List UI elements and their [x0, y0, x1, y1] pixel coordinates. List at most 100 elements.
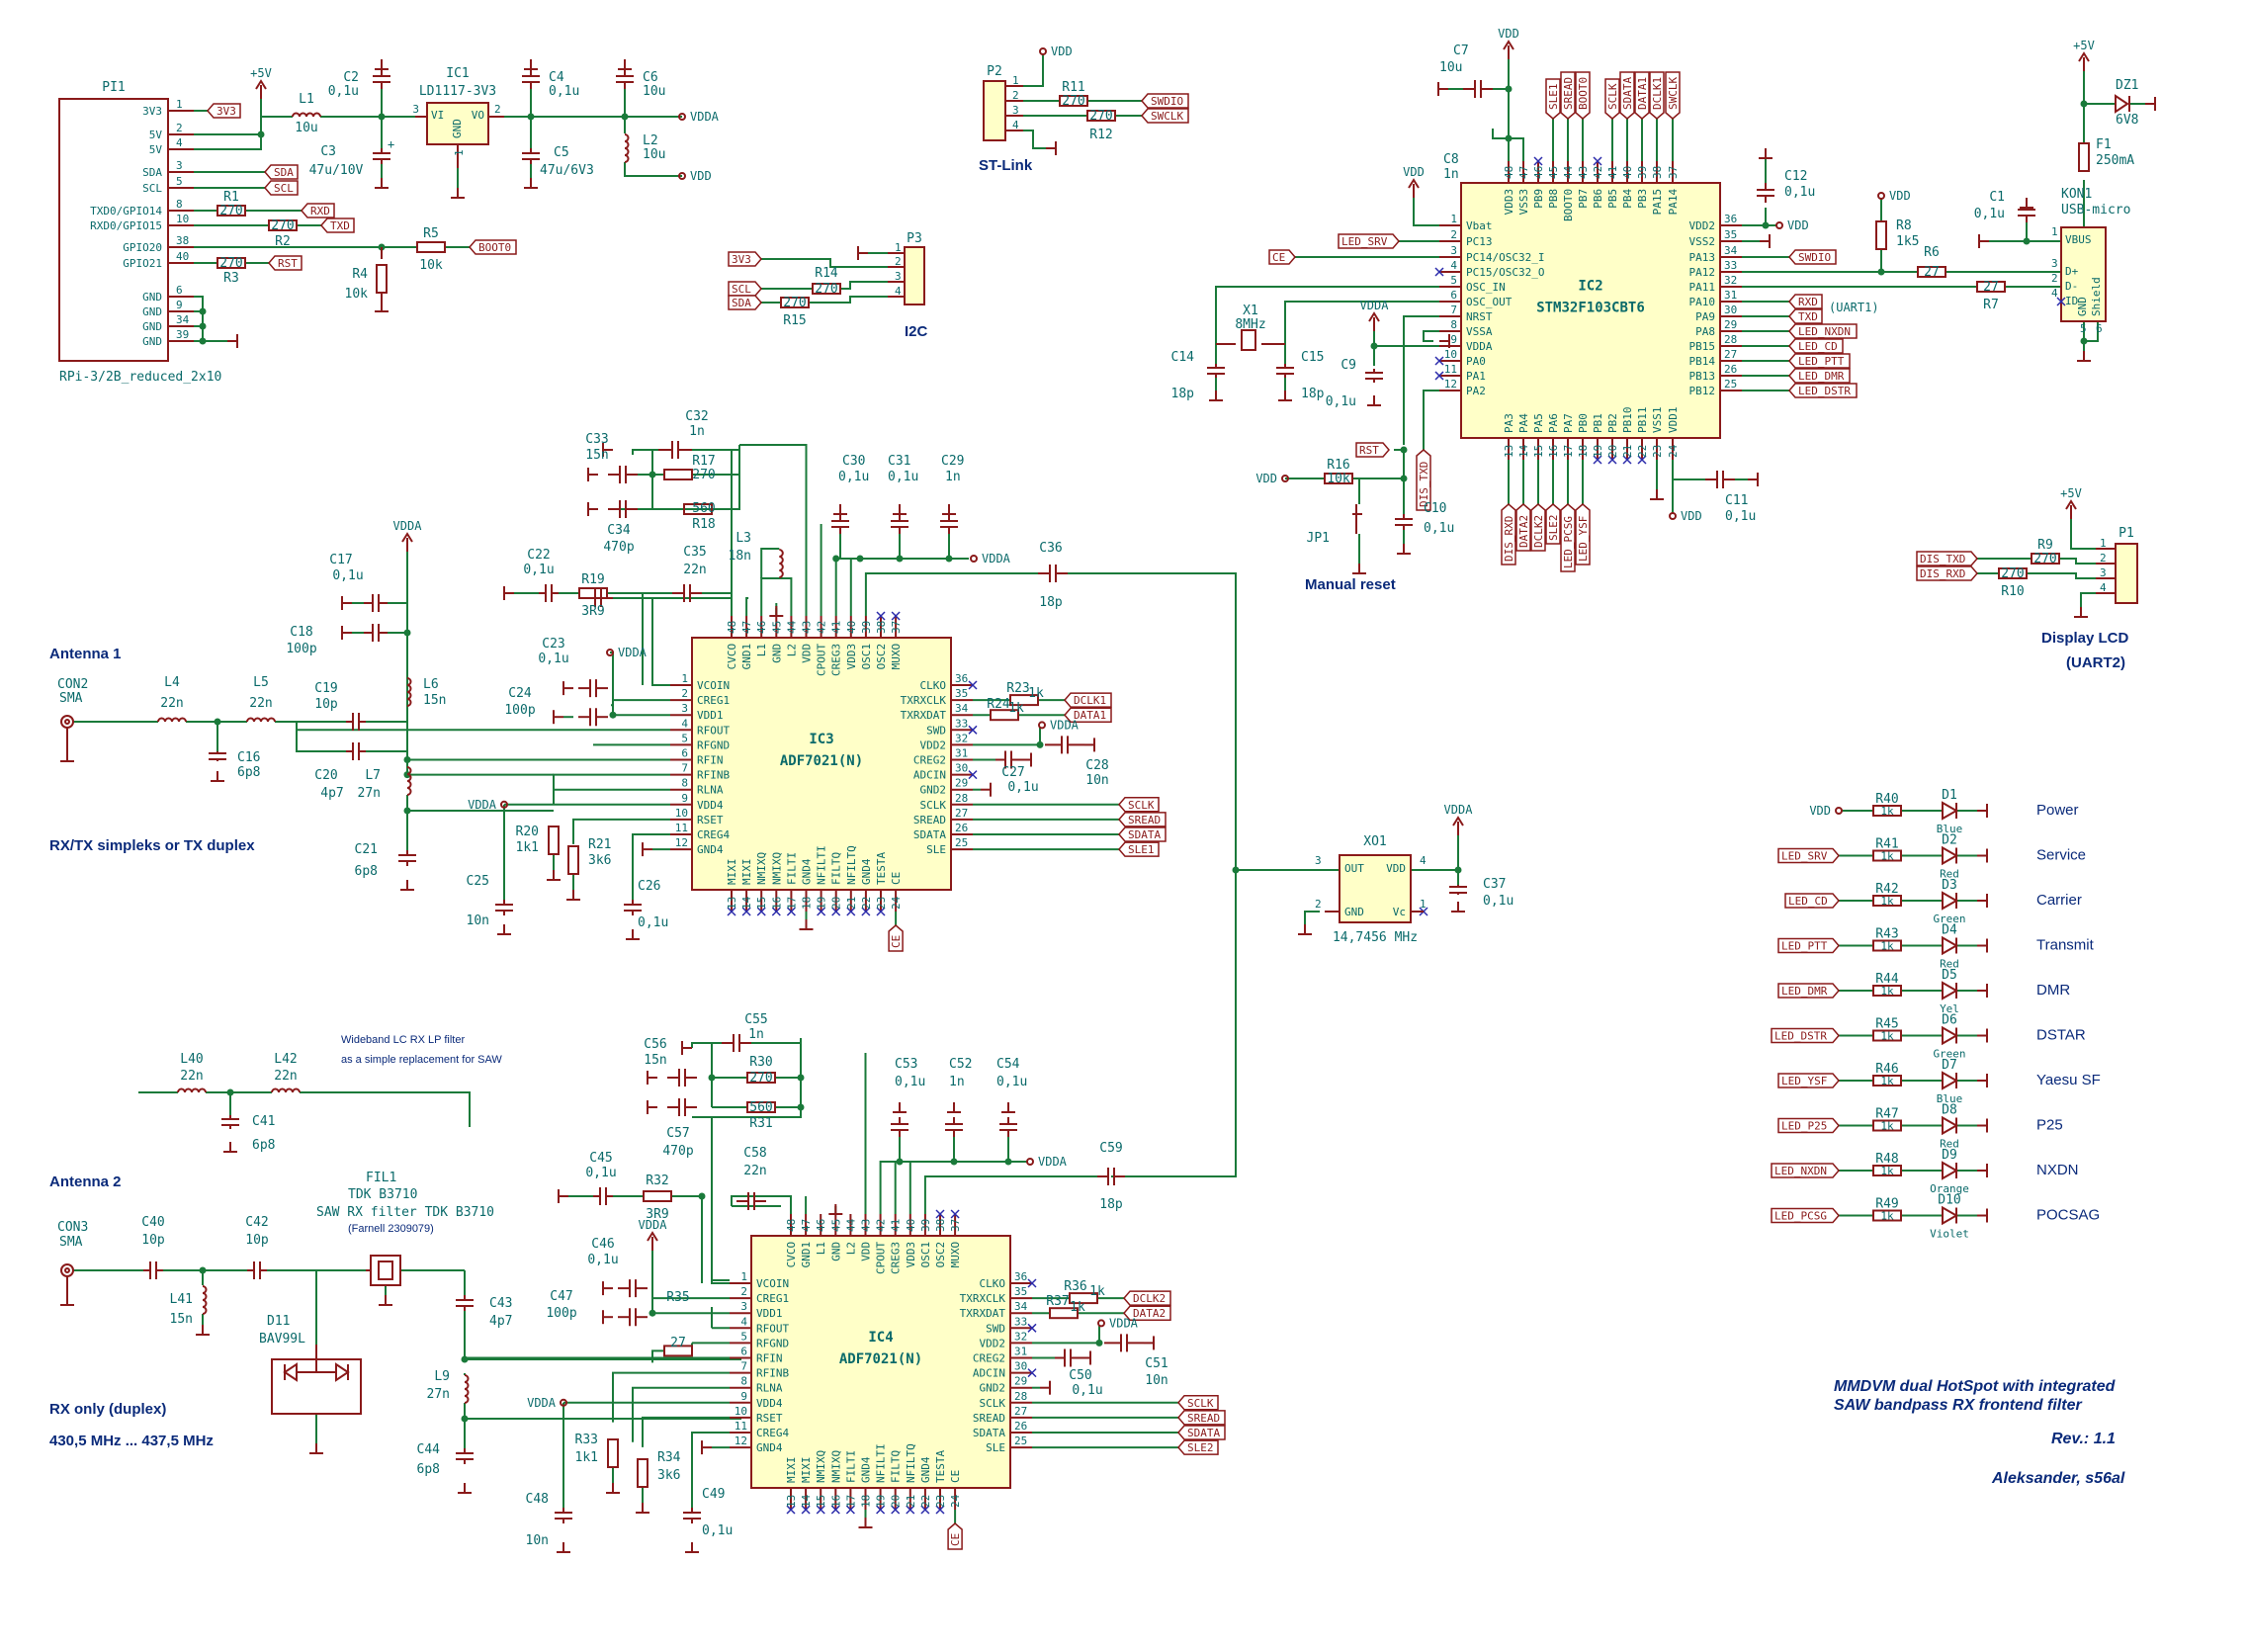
- pin-name: PA12: [1689, 266, 1716, 279]
- pin-name: GND: [829, 1242, 842, 1261]
- wire: [2083, 321, 2099, 342]
- pin-name: RSET: [756, 1412, 783, 1425]
- inductor: [624, 133, 630, 163]
- capacitor: [149, 1261, 157, 1279]
- led-color: Green: [1933, 913, 1965, 925]
- net-label-text: CE: [890, 935, 903, 948]
- value-c16: 6p8: [237, 765, 260, 780]
- net-label-text: LED_YSF: [1577, 516, 1590, 562]
- net-label-text: LED_P25: [1781, 1120, 1827, 1133]
- net-label-text: LED_NXDN: [1774, 1165, 1827, 1177]
- wire: [632, 1386, 730, 1442]
- led-function-dmr: DMR: [2036, 982, 2070, 999]
- net-label-text: BOOT0: [478, 241, 511, 254]
- net-label-sle2: [1177, 1439, 1219, 1455]
- net-label-text: LED_PCSG: [1774, 1210, 1827, 1223]
- led-carrier: [1942, 891, 1959, 911]
- pin-name: TESTA: [934, 1450, 947, 1483]
- pin-number: 2: [895, 255, 902, 268]
- inductor: [246, 717, 276, 723]
- rxtx-label: RX/TX simpleks or TX duplex: [49, 837, 255, 854]
- wire: [2027, 572, 2096, 579]
- xo1-freq: 14,7456 MHz: [1333, 930, 1418, 945]
- net-label-rst: [268, 255, 303, 271]
- ref-c9: C9: [1340, 358, 1356, 373]
- no-connect: [1607, 455, 1617, 465]
- pi1-body: [58, 98, 169, 362]
- net-label-scl: [728, 281, 762, 297]
- pin-name: PB7: [1577, 189, 1590, 209]
- pin-number: 38: [875, 621, 888, 634]
- net-label-sclk: [1604, 78, 1620, 120]
- value-c2: 0,1u: [328, 84, 359, 99]
- con3-name: SMA: [59, 1235, 83, 1250]
- pin-number: 9: [1450, 333, 1457, 346]
- net-label-text: SWDIO: [1798, 251, 1831, 264]
- ic1-ref: IC1: [446, 66, 469, 81]
- pin-number: 1: [176, 98, 183, 111]
- pin-number: 16: [829, 1495, 842, 1508]
- resistor: [746, 1072, 776, 1084]
- pin-name: FILTI: [785, 852, 798, 885]
- ref-c28: C28: [1085, 758, 1108, 773]
- ref-c31: C31: [888, 454, 910, 469]
- junction: [698, 1192, 706, 1200]
- ref-c23: C23: [542, 637, 564, 652]
- pin-name: VDD3: [905, 1242, 917, 1268]
- pin-name: RLNA: [697, 784, 724, 797]
- capacitor: [589, 708, 597, 727]
- resistor: [1872, 1119, 1902, 1132]
- no-connect: [2056, 297, 2066, 306]
- no-connect: [1027, 1368, 1037, 1378]
- p2-body: [983, 80, 1006, 141]
- pin-name: PA1: [1466, 370, 1486, 383]
- wire: [2070, 519, 2096, 550]
- no-connect: [741, 907, 751, 916]
- pin-name: BOOT0: [1562, 189, 1575, 221]
- pin-number: 3: [895, 270, 902, 283]
- net-label-text: TXD: [330, 219, 350, 232]
- value-r23: 1k: [1028, 686, 1044, 701]
- net-label-text: DIS_RXD: [1920, 567, 1965, 580]
- net-label-led_dstr: [1771, 1027, 1840, 1044]
- no-connect: [1622, 455, 1632, 465]
- pin-number: 34: [176, 313, 190, 326]
- pin-name: PA3: [1503, 413, 1515, 433]
- uart1-label: (UART1): [1829, 301, 1879, 314]
- no-connect: [1593, 156, 1602, 166]
- value-c20: 4p7: [320, 786, 343, 801]
- capacitor: [372, 594, 380, 612]
- pin-number: 47: [1517, 166, 1530, 179]
- no-connect: [935, 1505, 945, 1515]
- ref-c1: C1: [1989, 190, 2005, 205]
- power-pin: [1038, 721, 1046, 730]
- net-label-text: LED_CD: [1788, 895, 1828, 908]
- resistor: [812, 283, 841, 295]
- sma-connector: [60, 1263, 74, 1277]
- led-color: Violet: [1930, 1228, 1969, 1241]
- net-label-led_dstr: [1788, 383, 1858, 398]
- wire: [553, 773, 670, 795]
- pin-number: 4: [681, 717, 688, 730]
- pin-name: OSC2: [875, 644, 888, 670]
- pin-name: NMIXQ: [755, 852, 768, 885]
- pin-number: 3: [176, 159, 183, 172]
- ref-c40: C40: [141, 1215, 164, 1230]
- pin-name: PC13: [1466, 235, 1493, 248]
- capacitor: [456, 1299, 474, 1307]
- net-label-text: SLE1: [1547, 84, 1560, 111]
- ref-c20: C20: [314, 768, 337, 783]
- ref-r6: R6: [1924, 245, 1940, 260]
- p2-name: ST-Link: [979, 157, 1033, 174]
- pin-number: 18: [801, 897, 814, 910]
- ref-c59: C59: [1099, 1141, 1122, 1156]
- no-connect: [1027, 1278, 1037, 1288]
- p1-name: Display LCD: [2041, 630, 2129, 647]
- value-r3: 270: [219, 256, 242, 271]
- pin-number: 17: [844, 1495, 857, 1508]
- value-c43: 4p7: [489, 1314, 512, 1329]
- title-line-1: MMDVM dual HotSpot with integrated: [1834, 1378, 2117, 1395]
- pin-name: PA13: [1689, 251, 1716, 264]
- pin-name: SDA: [142, 166, 162, 179]
